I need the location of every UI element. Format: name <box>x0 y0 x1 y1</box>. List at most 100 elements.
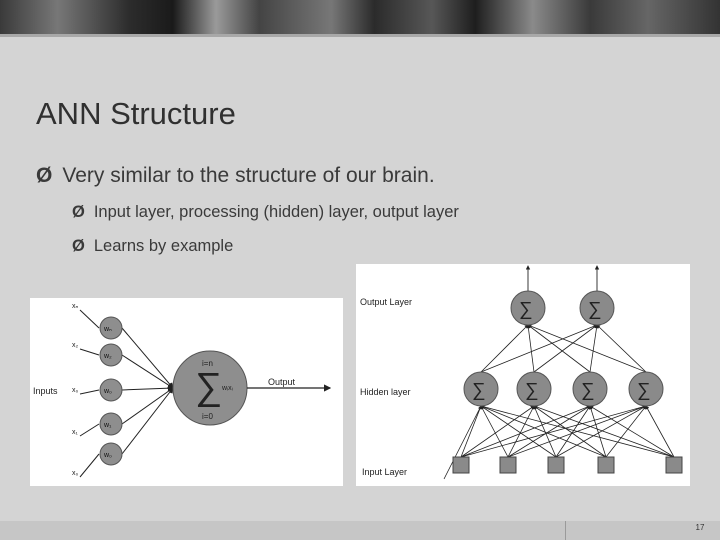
input-connection <box>79 453 100 478</box>
network-edge <box>480 405 509 458</box>
inputs-label: Inputs <box>33 386 58 396</box>
weight-connection <box>121 385 174 392</box>
network-connections <box>443 265 675 480</box>
network-edge <box>533 405 557 458</box>
bullet-level1: Ø Very similar to the structure of our br… <box>36 164 435 188</box>
footer-bar <box>0 521 720 540</box>
network-edge <box>480 324 529 373</box>
network-edge <box>527 324 647 373</box>
weight-connection <box>121 387 174 425</box>
input-node <box>547 456 565 474</box>
hidden-neuron <box>572 371 608 407</box>
network-edge <box>460 405 591 458</box>
weight-connection <box>121 327 174 389</box>
network-edge <box>480 405 607 458</box>
bullet-text: Learns by example <box>93 237 234 255</box>
input-connection <box>79 309 100 329</box>
bullet-level2: Ø Learns by example <box>72 237 233 256</box>
network-edge <box>480 324 598 373</box>
input-connection <box>79 348 100 356</box>
network-edge <box>507 405 591 458</box>
bullet-text: Very similar to the structure of our bra… <box>62 164 435 187</box>
hidden-neuron <box>628 371 664 407</box>
network-edge <box>507 405 535 458</box>
weight-node <box>99 343 123 367</box>
weight-node <box>99 316 123 340</box>
network-diagram: ∑∑∑∑∑∑ Output Layer Hidden layer Input L… <box>356 264 690 486</box>
network-edge <box>589 405 607 458</box>
network-edge <box>460 404 647 458</box>
sum-symbol: ∑ <box>195 366 222 408</box>
input-connection <box>79 423 100 437</box>
network-edge <box>589 324 599 373</box>
input-node <box>597 456 615 474</box>
network-edge <box>555 405 647 458</box>
network-edge <box>596 324 647 373</box>
page-number: 17 <box>695 523 705 532</box>
network-edge <box>460 405 535 458</box>
network-edge <box>480 405 557 458</box>
sum-symbol: ∑ <box>581 380 595 401</box>
sum-symbol: ∑ <box>472 380 486 401</box>
sum-symbol: ∑ <box>525 380 539 401</box>
network-edge <box>443 405 482 480</box>
output-label: Output <box>268 377 296 387</box>
weight-label: wₙ <box>103 326 112 333</box>
footer-divider <box>565 521 566 540</box>
network-edge <box>533 405 675 458</box>
sum-upper-limit: i=n <box>202 359 213 368</box>
input-connection <box>79 389 100 395</box>
network-nodes: ∑∑∑∑∑∑ <box>452 290 683 474</box>
bullet-arrow-icon: Ø <box>72 203 85 221</box>
weight-node <box>99 378 123 402</box>
weight-node <box>99 442 123 466</box>
weight-label: w₀ <box>103 388 112 395</box>
input-layer-label: Input Layer <box>362 467 407 477</box>
bullet-text: Input layer, processing (hidden) layer, … <box>93 203 459 221</box>
output-neuron <box>579 290 615 326</box>
input-x-label: x₁ <box>72 429 79 436</box>
input-x-label: xₙ <box>72 303 79 310</box>
input-x-label: x₂ <box>72 342 79 349</box>
input-node <box>499 456 517 474</box>
hidden-neuron <box>463 371 499 407</box>
bullet-arrow-icon: Ø <box>72 237 85 255</box>
header-divider <box>0 34 720 37</box>
slide-title: ANN Structure <box>36 96 236 131</box>
bullet-arrow-icon: Ø <box>36 164 53 187</box>
input-x-label: x₀ <box>72 387 79 394</box>
input-node <box>665 456 683 474</box>
neuron-connections <box>79 309 174 478</box>
network-edge <box>533 324 598 373</box>
network-edge <box>526 324 535 373</box>
network-edge <box>645 405 675 458</box>
output-layer-label: Output Layer <box>360 297 412 307</box>
network-diagram-svg: ∑∑∑∑∑∑ Output Layer Hidden layer Input L… <box>360 265 683 480</box>
input-x-label: x₀ <box>72 470 79 477</box>
weight-connection <box>121 354 174 389</box>
network-edge <box>533 405 607 458</box>
weight-connection <box>121 387 174 455</box>
weight-node <box>99 412 123 436</box>
hidden-layer-label: Hidden layer <box>360 387 411 397</box>
weight-label: w₀ <box>103 452 112 459</box>
network-edge <box>555 405 591 458</box>
sum-symbol: ∑ <box>519 299 533 320</box>
network-edge <box>605 405 647 458</box>
network-edge <box>527 324 591 373</box>
hidden-neuron <box>516 371 552 407</box>
bullet-level2: Ø Input layer, processing (hidden) layer,… <box>72 203 459 222</box>
sum-symbol: ∑ <box>588 299 602 320</box>
weight-label: w₂ <box>103 353 112 360</box>
network-edge <box>480 404 675 458</box>
output-neuron <box>510 290 546 326</box>
sum-term: wᵢxᵢ <box>221 385 233 392</box>
network-edge <box>589 405 675 458</box>
sum-lower-limit: i=0 <box>202 412 213 421</box>
network-edge <box>460 405 482 458</box>
input-node <box>452 456 470 474</box>
